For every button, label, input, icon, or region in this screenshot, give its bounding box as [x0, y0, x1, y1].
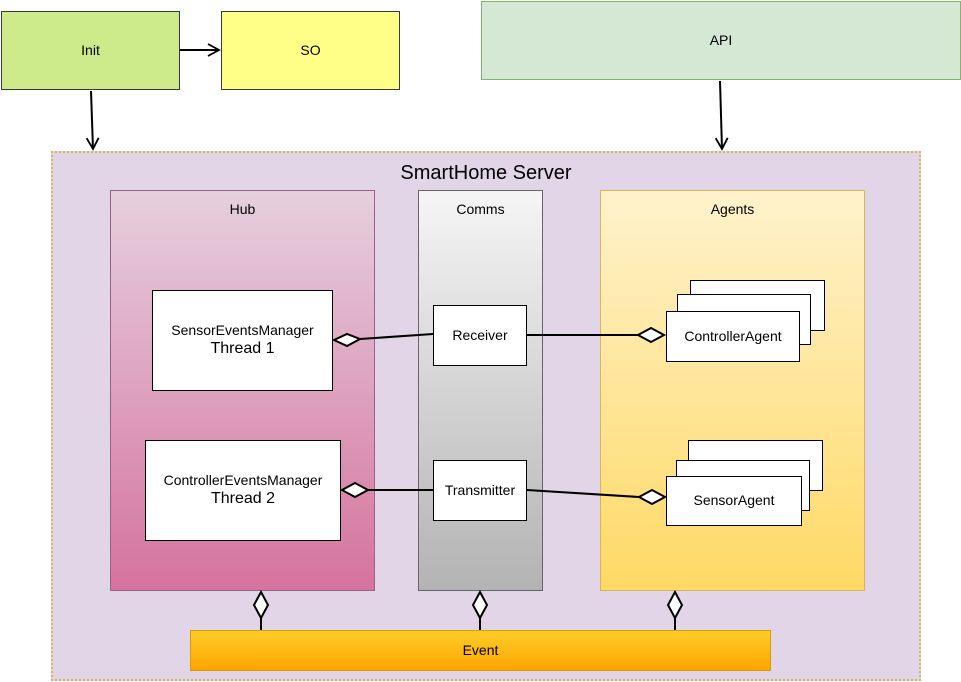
aggregation-diamond-hub — [252, 589, 270, 621]
event-node: Event — [190, 630, 771, 671]
sensor-events-manager-label: SensorEventsManager — [171, 321, 314, 338]
edge-receiver-sem — [359, 333, 434, 340]
controller-agent-node: ControllerAgent — [666, 311, 800, 362]
event-label: Event — [462, 641, 499, 658]
sensor-agent-node: SensorAgent — [666, 476, 802, 526]
init-label: Init — [81, 41, 100, 58]
controller-events-manager-label: ControllerEventsManager — [163, 471, 323, 488]
api-node: API — [481, 1, 961, 80]
sensor-events-manager-node: SensorEventsManager Thread 1 — [152, 290, 333, 391]
aggregation-diamond-sem — [331, 332, 363, 348]
transmitter-node: Transmitter — [433, 460, 527, 521]
aggregation-diamond-cem — [339, 481, 371, 499]
aggregation-diamond-sensor-agent — [636, 488, 668, 506]
controller-events-manager-thread: Thread 2 — [210, 490, 276, 508]
comms-container: Comms — [418, 190, 543, 591]
edge-init-server — [85, 90, 100, 151]
so-node: SO — [221, 11, 400, 90]
edge-transmitter-sensor-agent — [526, 489, 640, 498]
api-label: API — [709, 31, 733, 48]
edge-api-server — [714, 80, 729, 151]
controller-agent-label: ControllerAgent — [684, 327, 782, 344]
receiver-node: Receiver — [433, 305, 527, 366]
comms-label: Comms — [456, 201, 505, 217]
transmitter-label: Transmitter — [444, 481, 516, 498]
smarthome-server-title: SmartHome Server — [400, 162, 572, 184]
so-label: SO — [300, 41, 321, 58]
init-node: Init — [1, 11, 180, 90]
aggregation-diamond-controller-agent — [635, 326, 667, 344]
receiver-label: Receiver — [452, 326, 508, 343]
hub-label: Hub — [229, 201, 256, 217]
agents-label: Agents — [710, 201, 755, 217]
sensor-agent-label: SensorAgent — [693, 492, 775, 509]
sensor-events-manager-thread: Thread 1 — [210, 340, 275, 358]
aggregation-diamond-agents — [666, 589, 684, 621]
aggregation-diamond-comms — [471, 589, 489, 621]
controller-events-manager-node: ControllerEventsManager Thread 2 — [145, 440, 341, 541]
